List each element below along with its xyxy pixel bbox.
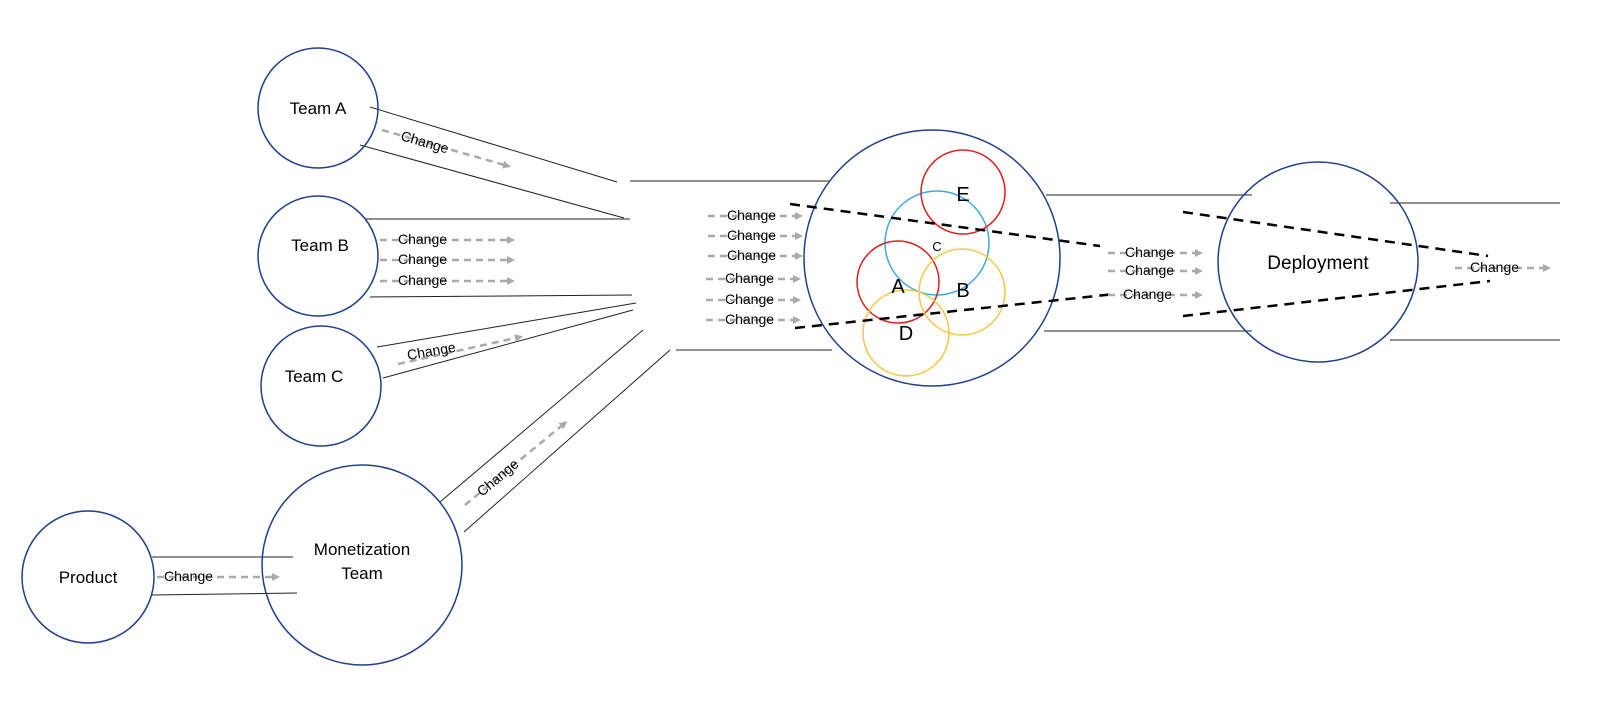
change-arrow [397, 334, 523, 366]
monetization-label-line2: Team [341, 564, 383, 583]
inner-circle-e [920, 149, 1006, 235]
change-label: Change [1125, 262, 1174, 278]
change-label: Change [398, 251, 447, 267]
deployment-node [1217, 161, 1419, 363]
change-label: Change [406, 339, 457, 363]
team-c-label: Team C [285, 367, 344, 386]
change-arrows: Change Change Change Change Change Chang… [157, 128, 1551, 584]
change-label: Change [727, 247, 776, 263]
change-label: Change [398, 272, 447, 288]
change-label: Change [1123, 286, 1172, 302]
inner-label-e: E [956, 184, 969, 206]
change-label: Change [725, 270, 774, 286]
deploy-dash-top [1182, 210, 1489, 258]
integration-node [803, 129, 1061, 387]
deployment-label: Deployment [1267, 253, 1369, 274]
team-c-node [260, 325, 382, 447]
change-arrow [464, 421, 568, 506]
change-label: Change [725, 311, 774, 327]
funnel-dash-bottom [794, 292, 1116, 330]
connector-lines [151, 106, 1560, 596]
inner-label-b: B [956, 280, 969, 302]
change-label: Change [474, 455, 522, 499]
deploy-dash-bottom [1182, 279, 1491, 318]
inner-label-a: A [891, 276, 905, 298]
change-label: Change [727, 207, 776, 223]
team-b-node [257, 195, 379, 317]
monetization-team-node [261, 464, 463, 666]
change-arrow [381, 128, 511, 169]
change-label: Change [725, 291, 774, 307]
change-label: Change [1125, 244, 1174, 260]
change-label: Change [399, 128, 451, 157]
monetization-label-line1: Monetization [314, 540, 410, 559]
inner-label-d: D [899, 323, 913, 345]
product-label: Product [59, 568, 118, 587]
change-label: Change [398, 231, 447, 247]
team-a-label: Team A [290, 99, 347, 118]
change-label: Change [164, 568, 213, 584]
inner-circle-a [856, 240, 940, 324]
team-a-node [257, 47, 379, 169]
funnel-dash-top [789, 202, 1101, 248]
inner-circle-d [862, 289, 950, 377]
change-label: Change [727, 227, 776, 243]
product-node [21, 510, 155, 644]
inner-label-c: C [932, 239, 941, 254]
change-label: Change [1470, 259, 1519, 275]
team-b-label: Team B [291, 236, 349, 255]
